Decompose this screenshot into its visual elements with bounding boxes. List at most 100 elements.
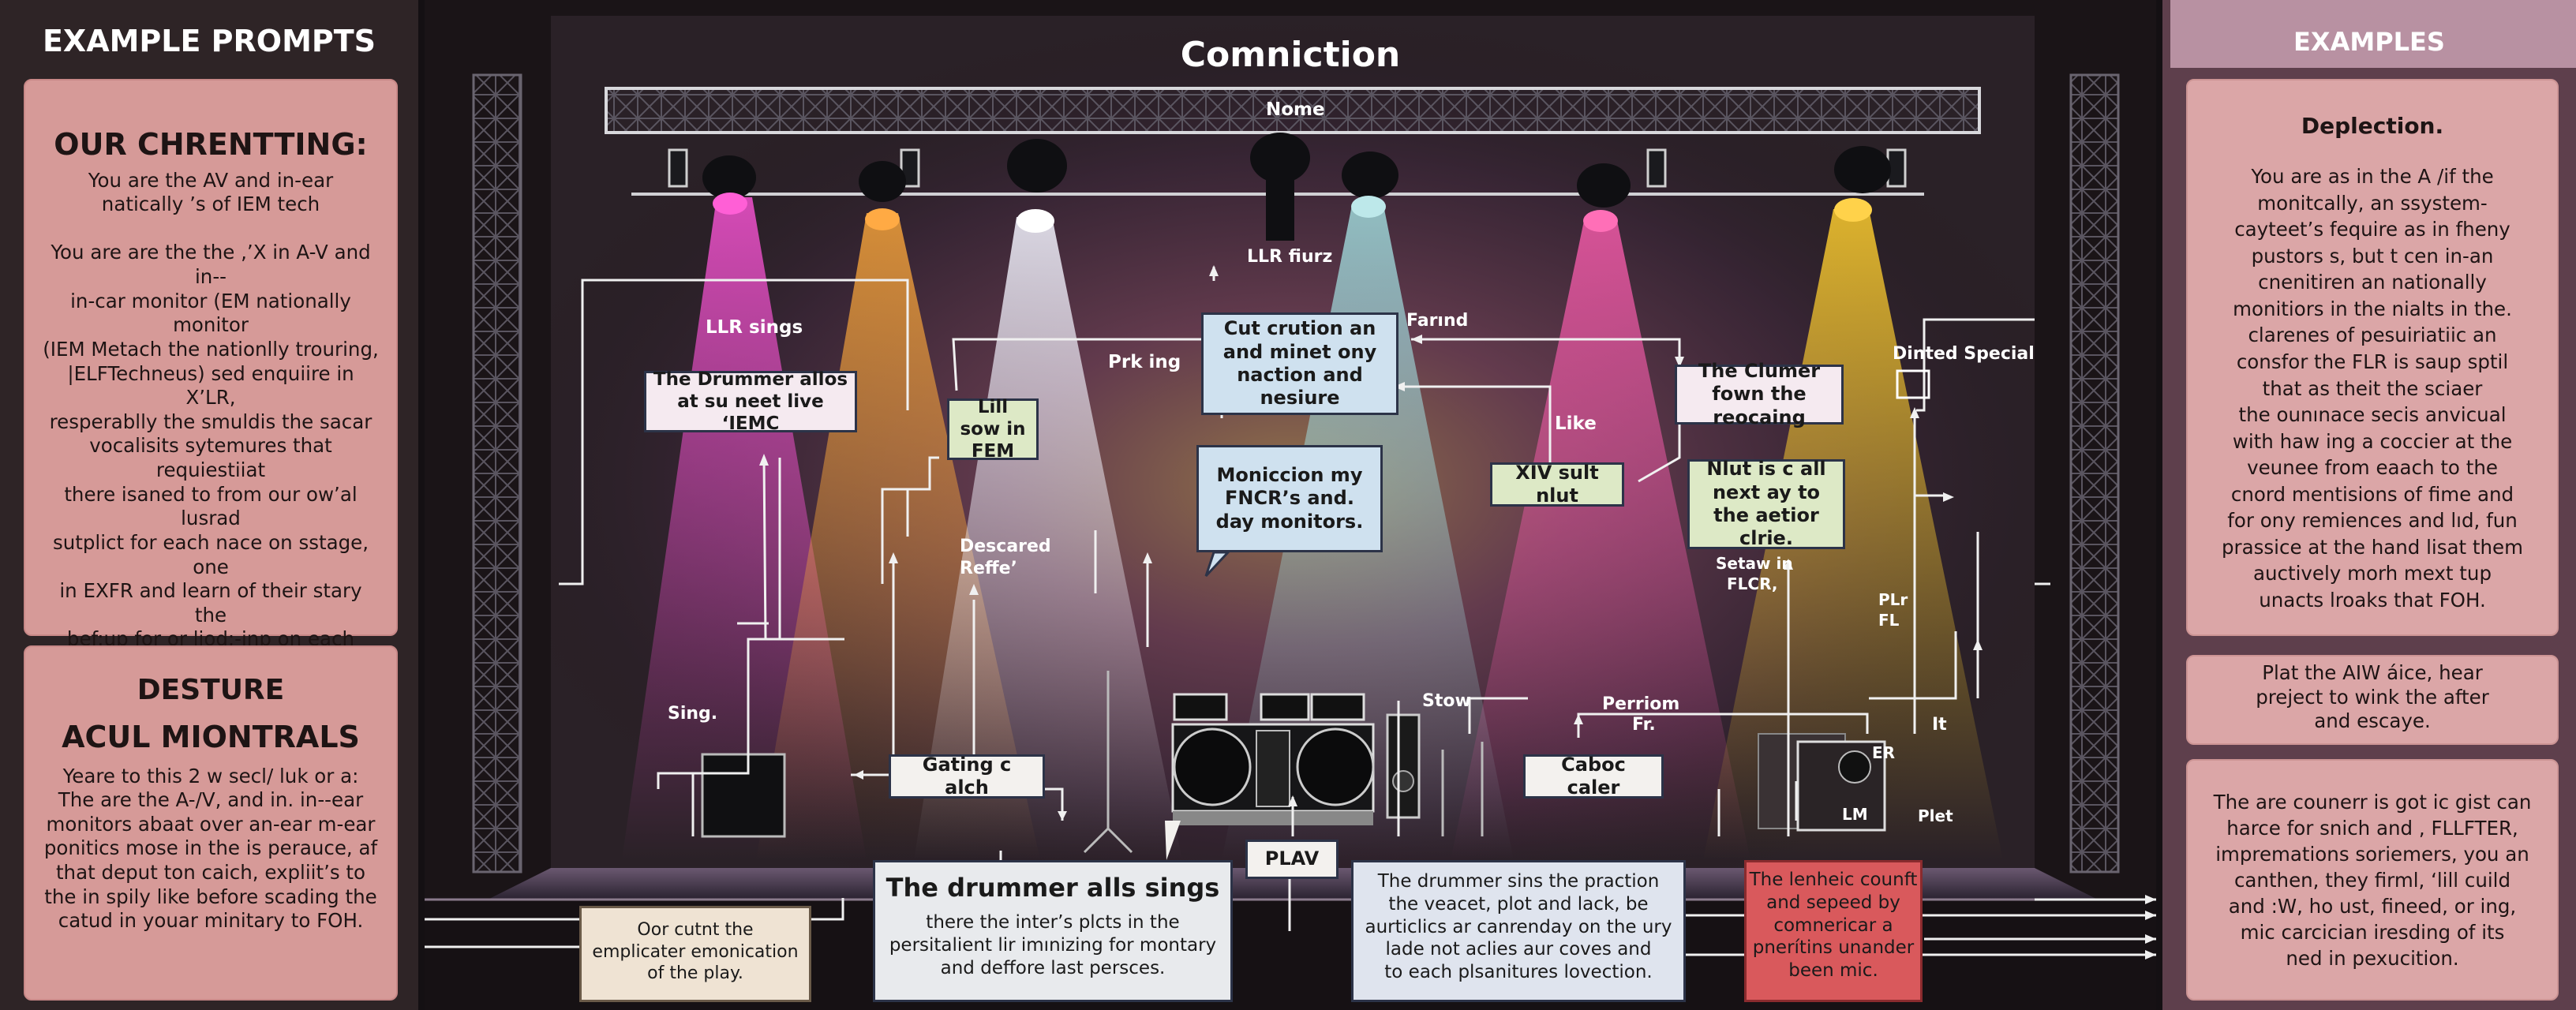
left-card-2-line: ponitics mose in the is peraucе, af xyxy=(43,836,378,860)
left-card-1-line: |ELFTechneus) sed enquiire in X’LR, xyxy=(67,361,354,410)
lamp-pink xyxy=(1583,210,1618,232)
bottom-box-oor-line: of the play. xyxy=(647,963,743,983)
stage-diagram: Comniction Nome The Drummer allos at su … xyxy=(425,0,2156,1010)
label-prk-ing: Prk ing xyxy=(1108,352,1181,372)
label-farind: Farınd xyxy=(1406,311,1469,331)
right-card-1-line: consfor the FLR is saup sptil xyxy=(2236,350,2509,373)
right-card-3-line: and :W, ho ust, fineed, or ing, xyxy=(2228,895,2517,918)
bottom-box-drummer-line: there the inter’s plcts in the xyxy=(926,912,1180,933)
left-card-1-heading: OUR CHRENTTING: xyxy=(54,127,368,162)
right-card-1-line: the ounınace secis anvicual xyxy=(2238,403,2507,427)
bottom-box-drummer-line: persitalient lir imınizing for montary xyxy=(889,934,1217,956)
right-card-1-line: veunee from eaach to the xyxy=(2247,456,2498,480)
right-card-1-line: with haw ing a coccier at the xyxy=(2232,429,2513,453)
label-like: Like xyxy=(1555,413,1597,434)
bottom-box-oor-line: emplicater emonication xyxy=(592,941,799,962)
bottom-box-lenheic-line: The lenheic counft xyxy=(1749,870,1918,890)
lamp-teal xyxy=(1351,196,1386,218)
label-flcr: FLCR, xyxy=(1727,574,1778,593)
left-card-1-line: You are the AV and in-ear xyxy=(88,168,334,192)
left-card-2-line: that deput ton caich, expliit’s to xyxy=(55,861,366,884)
label-stow: Stow xyxy=(1422,691,1471,711)
left-card-2-body: Yeare to this 2 w secl/ luk or a:The are… xyxy=(41,765,380,933)
right-card-1-line: for ony remiences and lıd, fun xyxy=(2227,509,2518,533)
box-nlut: Nlut is c all next ay to the aetior clri… xyxy=(1687,458,1845,549)
label-plr: PLr xyxy=(1878,590,1908,609)
lamp-yellow xyxy=(1834,198,1872,222)
left-card-1: OUR CHRENTTING: You are the AV and in-ea… xyxy=(24,79,398,772)
right-card-1-line: cnord mentisions of fime and xyxy=(2230,482,2514,506)
right-card-3-line: The are counerr is got ic gist can xyxy=(2213,791,2532,814)
label-sing: Sing. xyxy=(668,704,718,724)
box-clumer: The Clumer fown the reocaing xyxy=(1675,360,1844,428)
right-card-1-line: cayteet’s fequire as in fheny xyxy=(2234,218,2510,241)
left-panel-title: EXAMPLE PROMPTS xyxy=(42,24,376,58)
label-setaw: Setaw in xyxy=(1716,554,1793,573)
label-perriom: Perriom xyxy=(1602,694,1680,714)
left-card-2-line: catud in youar minitary to FOH. xyxy=(58,909,364,933)
left-panel: EXAMPLE PROMPTS OUR CHRENTTING: You are … xyxy=(0,0,418,1010)
right-card-1-line: You are as in the A /if the xyxy=(2251,165,2494,188)
drum-riser-equipment xyxy=(701,671,1886,854)
right-card-2-line: Plat the AIW áice, hear xyxy=(2262,661,2483,684)
bottom-box-practice-line: to each plsanitures lovection. xyxy=(1384,962,1653,982)
box-drummer-allos: The Drummer allos at su neet live ‘IEMC xyxy=(644,369,857,434)
dinted-special-screen xyxy=(1896,369,1930,399)
left-card-2: DESTURE ACUL MIONTRALS Yeare to this 2 w… xyxy=(24,645,398,1001)
right-card-2-line: and escaye. xyxy=(2314,709,2431,733)
bottom-box-lenheic-line: and sepeed by xyxy=(1766,892,1900,913)
right-card-2-line: preject to wink the after xyxy=(2256,685,2489,709)
bottom-box-lenheic-line: been mic. xyxy=(1788,960,1878,981)
right-card-1-line: pustors s, but t cen in-an xyxy=(2251,244,2494,267)
left-card-1-line: natically ’s of IEM tech xyxy=(101,193,320,216)
bottom-box-oor-line: Oor cutnt the xyxy=(637,920,754,940)
right-card-3-line: impremations soriemers, you an xyxy=(2215,843,2529,866)
fixture-3 xyxy=(1646,148,1667,188)
right-card-1-line: monitiors in the nialts in the. xyxy=(2233,297,2512,320)
box-lill-sow: Lill sow in FEM xyxy=(947,397,1039,462)
right-card-3-line: harce for snich and , FLLFTER, xyxy=(2226,817,2518,840)
left-card-2-heading-2: ACUL MIONTRALS xyxy=(62,720,360,754)
right-panel-title-bar xyxy=(2170,0,2576,68)
right-card-1-line: prassice at the hand lisat them xyxy=(2222,535,2523,559)
truss-left xyxy=(472,73,522,873)
right-card-1-line: clarenes of pesuiriatiic an xyxy=(2248,324,2497,347)
right-card-3-line: canthen, they firml, ‘lill cuild xyxy=(2233,869,2511,892)
bottom-box-drummer-heading: The drummer alls sings xyxy=(886,873,1220,903)
right-card-1-line: auctively morh mext tup xyxy=(2253,562,2492,585)
bottom-box-practice-line: The drummer sins the praction xyxy=(1377,871,1660,892)
right-card-1-line: that as theit the sciaer xyxy=(2262,376,2483,400)
truss-label: Nome xyxy=(1266,99,1325,120)
left-card-2-line: Yeare to this 2 w secl/ luk or a: xyxy=(62,764,359,787)
right-card-3-line: ned in pexucition. xyxy=(2286,947,2459,971)
right-card-1: Deplection. You are as in the A /if the m… xyxy=(2186,79,2559,636)
label-llr-sings: LLR sings xyxy=(706,317,803,338)
label-descared: Descared xyxy=(960,537,1051,556)
left-card-1-line: in-car monitor (EM nationally monitor xyxy=(70,289,351,337)
bottom-box-lenheic-line: pnerítins unander xyxy=(1752,937,1915,959)
right-card-3-body: The are counerr is got ic gist can harce … xyxy=(2203,789,2541,971)
right-card-3-line: mic carcician iresding of its xyxy=(2240,921,2505,945)
right-card-1-heading: Deplection. xyxy=(2301,113,2444,139)
label-reffe: Reffe’ xyxy=(960,559,1017,578)
box-cut-crution: Cut crution an and minet ony naction and… xyxy=(1201,312,1398,415)
right-card-1-line: monitcally, an ssystem- xyxy=(2257,191,2488,215)
left-card-1-line xyxy=(41,217,380,241)
left-card-1-line: sutplict for each nace on sstage, one xyxy=(52,530,369,578)
label-fr: Fr. xyxy=(1632,715,1656,735)
box-plav: PLAV xyxy=(1245,840,1339,879)
lamp-orange xyxy=(865,208,900,230)
bottom-box-drummer: The drummer alls sings there the inter’s… xyxy=(873,860,1233,1002)
label-it: It xyxy=(1932,715,1947,735)
box-xiv: XIV sult nlut xyxy=(1490,462,1624,507)
box-moniccion: Moniccion my FNCR’s and. day monitors. xyxy=(1196,445,1383,552)
left-card-1-line: there isaned to from our ow’al lusrad xyxy=(64,482,358,530)
left-card-1-line: vocalisits sytemures that requiestiiat xyxy=(89,434,332,481)
